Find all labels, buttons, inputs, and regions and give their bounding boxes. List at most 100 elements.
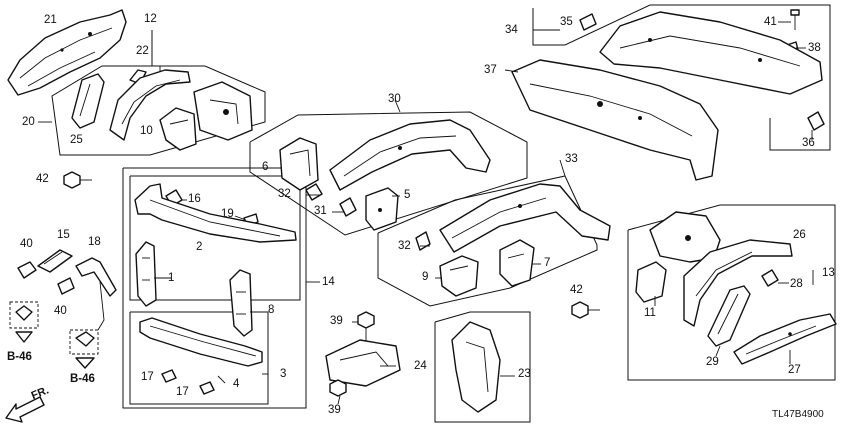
- callout-34: 34: [505, 24, 518, 36]
- callout-32-upper: 32: [278, 188, 291, 200]
- part-33-side-frame: [439, 183, 611, 253]
- group-frame-30: [249, 111, 528, 236]
- group-frame-inner-14: [129, 175, 301, 301]
- part-31-bracket: [339, 197, 357, 217]
- callout-2: 2: [196, 241, 203, 253]
- callout-40-upper: 40: [20, 238, 33, 250]
- part-24-battery-tray: [325, 339, 401, 387]
- part-9-bracket: [439, 255, 479, 297]
- callout-22: 22: [136, 45, 149, 57]
- callout-30: 30: [388, 93, 401, 105]
- callout-21: 21: [44, 14, 57, 26]
- callout-19: 19: [221, 208, 234, 220]
- callout-31: 31: [314, 205, 327, 217]
- part-17-clip-a: [161, 369, 177, 383]
- callout-3: 3: [280, 368, 287, 380]
- part-40-grommet-upper: [17, 261, 37, 279]
- leader-lines: [38, 21, 814, 405]
- callout-28: 28: [790, 278, 803, 290]
- part-4-lower-cross-member: [139, 317, 263, 367]
- part-35-clip: [579, 13, 597, 31]
- group-frame-34: [532, 4, 831, 151]
- callout-4: 4: [233, 378, 240, 390]
- callout-14: 14: [322, 276, 335, 288]
- group-frame-14: [122, 167, 307, 409]
- group-frame-33: [377, 175, 598, 307]
- callout-11: 11: [644, 307, 656, 319]
- part-32-bracket-lower: [415, 231, 431, 251]
- part-25-bracket: [71, 73, 105, 129]
- front-direction-arrow: [5, 396, 45, 423]
- part-b46-grommet-left: [9, 301, 39, 343]
- diagram-code: TL47B4900: [772, 409, 824, 420]
- part-8-side-bulkhead: [229, 269, 253, 337]
- reference-b46-left: B-46: [7, 351, 32, 363]
- part-42-bolt-right: [571, 301, 600, 319]
- part-cowl-upper: [599, 11, 823, 95]
- part-1-side-bulkhead: [135, 241, 157, 307]
- part-39-bolt-lower: [329, 379, 347, 397]
- callout-1: 1: [168, 272, 175, 284]
- reference-b46-right: B-46: [70, 373, 95, 385]
- part-28-clip: [761, 269, 779, 287]
- callout-33: 33: [565, 153, 578, 165]
- part-27-upper-frame-right: [733, 313, 837, 365]
- callout-37: 37: [484, 64, 497, 76]
- callout-8: 8: [268, 304, 275, 316]
- part-23-tray-bracket: [451, 321, 501, 413]
- callout-35: 35: [560, 16, 573, 28]
- callout-26: 26: [793, 229, 806, 241]
- callout-13: 13: [822, 267, 835, 279]
- part-b46-grommet-right: [69, 329, 99, 369]
- callout-10: 10: [140, 125, 153, 137]
- callout-41: 41: [764, 16, 777, 28]
- part-21-upper-frame: [7, 9, 127, 96]
- part-2-upper-bulkhead: [134, 183, 297, 243]
- part-36-bracket: [807, 111, 825, 131]
- group-frame-12: [51, 30, 266, 156]
- part-41-bolt: [790, 9, 800, 30]
- callout-27: 27: [788, 364, 801, 376]
- callout-39-lower: 39: [328, 404, 341, 416]
- part-40-grommet-lower: [57, 277, 75, 295]
- part-32-bracket-upper: [305, 183, 323, 201]
- callout-29: 29: [706, 356, 719, 368]
- part-strut-tower: [193, 81, 253, 141]
- part-39-bolt-upper: [357, 311, 375, 342]
- part-10-gusset: [159, 107, 197, 151]
- callout-24: 24: [414, 360, 427, 372]
- callout-16: 16: [188, 193, 201, 205]
- callout-20: 20: [22, 116, 35, 128]
- callout-42-right: 42: [570, 284, 583, 296]
- part-15-bracket: [37, 249, 73, 273]
- callout-23: 23: [518, 368, 531, 380]
- part-7-gusset: [499, 239, 535, 287]
- callout-39-upper: 39: [330, 315, 343, 327]
- callout-9: 9: [422, 271, 429, 283]
- part-30-side-frame: [329, 119, 491, 191]
- part-37-dashboard-lower: [511, 59, 719, 181]
- callout-32-lower: 32: [398, 240, 411, 252]
- group-frame-23: [434, 311, 531, 423]
- callout-18: 18: [88, 236, 101, 248]
- callout-7: 7: [544, 257, 551, 269]
- part-18-hood-stay: [75, 257, 117, 331]
- part-29-bracket: [707, 285, 751, 347]
- part-17-clip-b: [199, 381, 215, 395]
- callout-17-b: 17: [176, 386, 189, 398]
- part-strut-tower-right: [649, 211, 721, 263]
- callout-15: 15: [57, 229, 70, 241]
- callout-12: 12: [144, 13, 157, 25]
- callout-17-a: 17: [141, 371, 154, 383]
- part-wheelhouse-arch-12: [109, 69, 191, 141]
- callout-25: 25: [70, 134, 83, 146]
- callout-36: 36: [802, 137, 815, 149]
- group-frame-3: [129, 311, 269, 405]
- callout-6: 6: [262, 161, 269, 173]
- part-42-bolt-left: [63, 171, 92, 189]
- part-5-plate: [365, 187, 399, 231]
- part-11-gusset: [635, 261, 667, 303]
- callout-38: 38: [808, 42, 821, 54]
